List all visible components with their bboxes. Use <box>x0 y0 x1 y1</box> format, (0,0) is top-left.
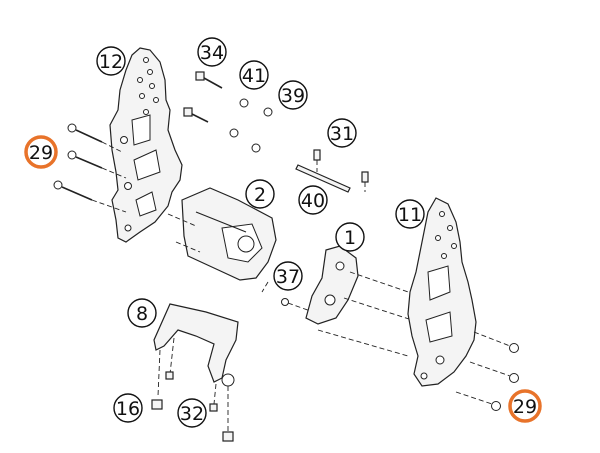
callout-circle <box>508 389 542 423</box>
bottom-nuts <box>151 371 234 442</box>
side-bracket <box>305 245 421 357</box>
callout-circle <box>273 261 303 291</box>
callout-number: 11 <box>398 204 422 226</box>
callout-circle <box>24 135 58 169</box>
callout-number: 40 <box>301 190 325 212</box>
callout-c37: 37 <box>273 261 303 291</box>
center-bracket <box>167 187 277 293</box>
callout-number: 41 <box>242 65 266 87</box>
callout-c12: 12 <box>96 46 126 76</box>
callout-number: 29 <box>29 142 53 164</box>
callout-number: 1 <box>344 227 356 249</box>
callout-number: 39 <box>281 85 305 107</box>
callout-c34: 34 <box>197 37 227 67</box>
callout-number: 2 <box>254 184 266 206</box>
lower-bracket <box>153 303 239 432</box>
callout-circle <box>278 80 308 110</box>
callout-number: 32 <box>180 403 204 425</box>
callout-number: 16 <box>116 398 140 420</box>
callout-c40: 40 <box>298 185 328 215</box>
callout-c29a: 29 <box>24 135 58 169</box>
callout-c29b: 29 <box>508 389 542 423</box>
callout-number: 29 <box>513 396 537 418</box>
callout-circle <box>127 298 157 328</box>
callout-circle <box>177 398 207 428</box>
callout-number: 8 <box>136 303 148 325</box>
callout-circle <box>335 222 365 252</box>
callout-circle <box>245 179 275 209</box>
callout-number: 37 <box>276 266 300 288</box>
callout-c11: 11 <box>395 199 425 229</box>
right-side-plate <box>407 197 477 387</box>
small-nut-37 <box>281 298 331 319</box>
callout-c39: 39 <box>278 80 308 110</box>
callout-c16: 16 <box>113 393 143 423</box>
callout-c1: 1 <box>335 222 365 252</box>
callout-circle <box>96 46 126 76</box>
callout-c41: 41 <box>239 60 269 90</box>
callout-number: 34 <box>200 42 224 64</box>
callout-circle <box>239 60 269 90</box>
callout-c31: 31 <box>327 118 357 148</box>
left-bolts <box>53 123 127 213</box>
callout-c32: 32 <box>177 398 207 428</box>
callout-c2: 2 <box>245 179 275 209</box>
callout-circle <box>395 199 425 229</box>
top-bolts-and-nuts <box>183 71 273 153</box>
callout-circle <box>327 118 357 148</box>
callout-circle <box>113 393 143 423</box>
callout-circle <box>197 37 227 67</box>
callout-number: 31 <box>330 123 354 145</box>
callout-c8: 8 <box>127 298 157 328</box>
left-side-plate <box>109 47 183 243</box>
callout-number: 12 <box>99 51 123 73</box>
rod-and-pins <box>295 149 369 193</box>
callout-circle <box>298 185 328 215</box>
right-bolts <box>455 331 519 411</box>
